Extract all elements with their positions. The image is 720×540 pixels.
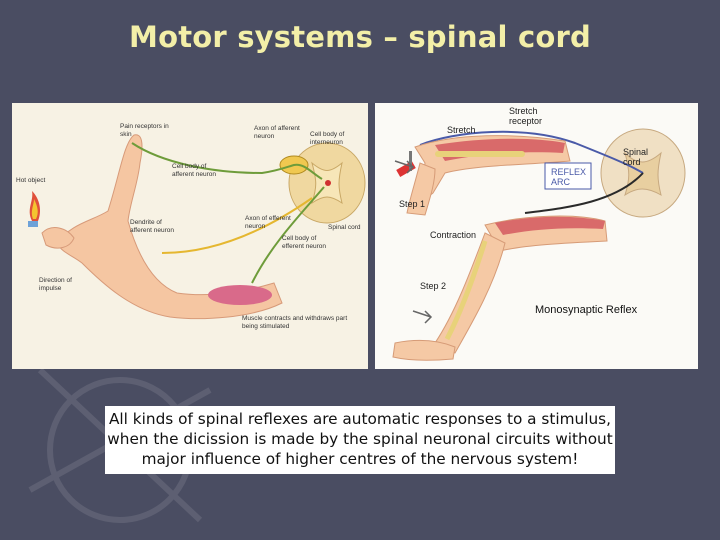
afferent-neuron-path [131,142,323,180]
label-axon-afferent: Axon of afferent neuron [254,125,300,140]
stretch-reflex-illustration [392,128,686,361]
label-monosynaptic: Monosynaptic Reflex [535,304,638,316]
efferent-neuron-path [251,186,325,284]
muscle-shape [208,285,272,305]
interneuron-dot [325,180,331,186]
arm-illustration [41,134,283,320]
femur-step1 [435,151,525,157]
label-direction: Direction of impulse [39,277,72,292]
label-axon-efferent: Axon of efferent neuron [245,215,291,230]
motor-arc [524,172,644,214]
label-interneuron-body: Cell body of interneuron [310,131,345,146]
label-reflex-arc: REFLEX ARC [551,167,587,187]
label-spinal-cord: Spinal cord [623,147,649,167]
caption-box: All kinds of spinal reflexes are automat… [105,406,615,474]
reflex-arc-box [544,162,592,190]
label-contraction: Contraction [430,230,477,240]
quadriceps-step2 [495,216,605,235]
label-efferent-body: Cell body of efferent neuron [282,235,326,250]
caption-text: All kinds of spinal reflexes are automat… [107,410,613,468]
stretch-reflex-figure: Stretch receptor Stretch Spinal cord REF… [375,103,698,369]
withdrawal-reflex-figure: Pain receptors in skin Hot object Cell b… [12,103,368,369]
sensory-arc [419,130,644,174]
label-muscle: Muscle contracts and withdraws part bein… [242,315,348,330]
label-stretch-receptor: Stretch receptor [509,106,543,126]
label-dendrite: Dendrite of afferent neuron [130,219,174,234]
label-hot-object: Hot object [16,177,46,184]
tibia-step2 [444,240,488,341]
withdrawal-reflex-illustration [28,134,366,320]
label-pain-receptors: Pain receptors in skin [120,123,169,138]
label-step1: Step 1 [399,199,426,209]
slide-title: Motor systems – spinal cord [129,20,591,54]
label-spinal-cord: Spinal cord [328,224,361,231]
kick-arrow-icon [412,310,433,324]
tap-arrow-icon [394,160,415,174]
impulse-path [161,197,313,254]
flame-icon [28,191,40,227]
label-step2: Step 2 [420,281,447,291]
label-afferent-body: Cell body of afferent neuron [172,163,216,178]
label-stretch: Stretch [447,125,476,135]
